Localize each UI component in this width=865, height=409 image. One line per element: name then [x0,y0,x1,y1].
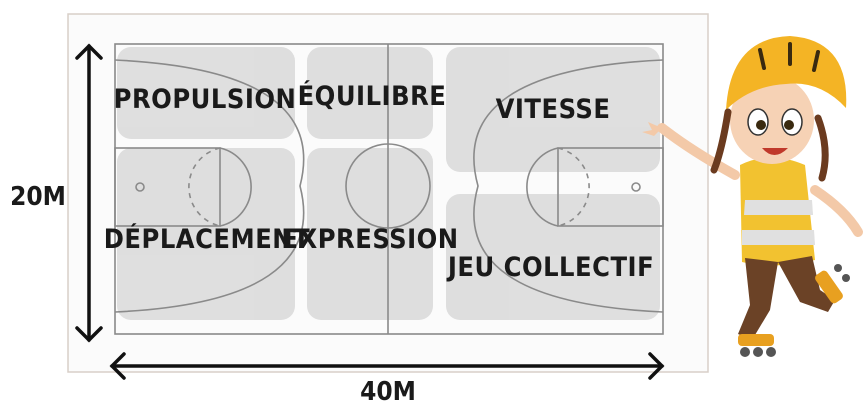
zone-label-propulsion: PROPULSION [114,84,297,115]
height-label: 20M [10,182,66,212]
zone-label-deplacement: DÉPLACEMENT [104,223,310,255]
zone-label-vitesse: VITESSE [496,94,611,125]
zone-label-jeu-collectif: JEU COLLECTIF [446,252,654,283]
width-label: 40M [360,377,416,407]
zone-label-expression: EXPRESSION [281,224,458,255]
zone-label-equilibre: ÉQUILIBRE [298,80,447,112]
